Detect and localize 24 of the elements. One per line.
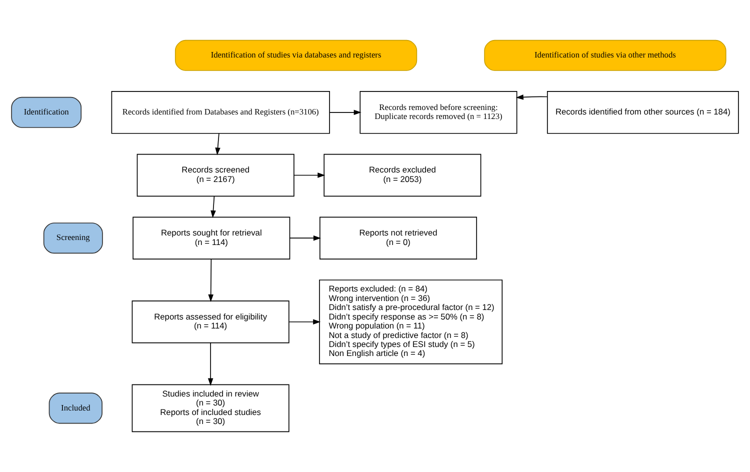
node-box: Reports excluded: (n = 84) Wrong intervention (n = 36) Didn’t satisfy a pre-procedural factor (n = 12) Didn’t specify response as >= 50% (n = 8) Wrong population (n = 11) Not a study of predictive factor (n = 8) Didn’t specify types of ESI study (n = 5) Non English article (n = 4) [319, 280, 503, 364]
arrow [329, 110, 362, 116]
arrow [516, 94, 548, 100]
node-box: Reports sought for retrieval (n = 114) [132, 216, 290, 260]
node-box: Records screened (n = 2167) [136, 154, 294, 197]
arrow [208, 258, 214, 302]
node-box: Reports not retrieved (n = 0) [320, 216, 478, 260]
node-box: Included [48, 392, 102, 424]
arrow [288, 319, 321, 325]
node-box: Identification [11, 96, 82, 128]
arrow [289, 235, 321, 241]
node-box: Screening [43, 222, 103, 254]
node-box: Records removed before screening: Duplicate records removed (n = 1123) [360, 91, 518, 134]
node-box: Records identified from Databases and Registers (n=3106) [111, 91, 330, 134]
arrow [294, 172, 326, 178]
node-box: Records identified from other sources (n = 184) [546, 91, 739, 134]
node-box: Reports assessed for eligibility (n = 114) [132, 300, 290, 344]
arrow [215, 133, 220, 156]
node-box: Studies included in review (n = 30) Reports of included studies (n = 30) [132, 384, 290, 432]
node-box: Identification of studies via other methods [484, 40, 726, 71]
node-box: Records excluded (n = 2053) [324, 154, 482, 197]
node-box: Identification of studies via databases and registers [174, 40, 418, 71]
arrow [210, 196, 216, 218]
arrow [208, 342, 214, 386]
